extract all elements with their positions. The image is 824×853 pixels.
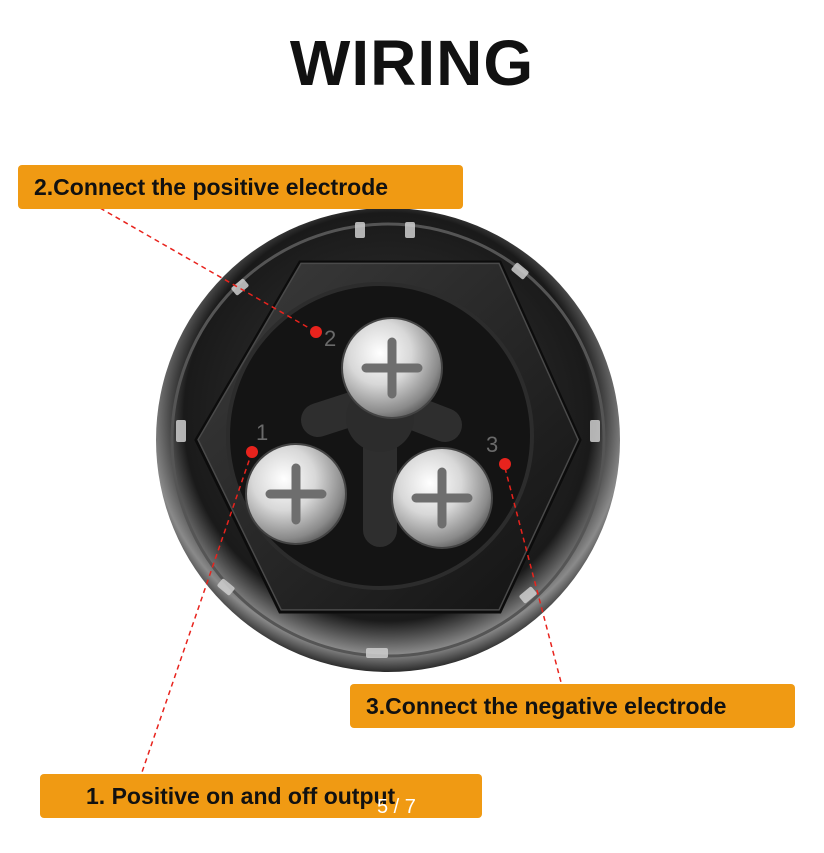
pin-number-3: 3 bbox=[486, 432, 498, 457]
label-pin-3: 3.Connect the negative electrode bbox=[350, 684, 795, 728]
label-pin-2: 2.Connect the positive electrode bbox=[18, 165, 463, 209]
screw-2 bbox=[341, 317, 443, 419]
page-title: WIRING bbox=[289, 27, 535, 99]
pin-marker-1 bbox=[246, 446, 258, 458]
leader-line-1 bbox=[139, 451, 253, 779]
ring-notches bbox=[176, 222, 600, 658]
page-indicator: 5 / 7 bbox=[377, 796, 416, 818]
leader-line-3 bbox=[504, 467, 563, 687]
screw-1 bbox=[245, 443, 347, 545]
pin-number-1: 1 bbox=[256, 420, 268, 445]
label-pin-1: 1. Positive on and off output bbox=[40, 774, 482, 818]
label-pin-2-text: 2.Connect the positive electrode bbox=[34, 173, 389, 200]
pin-number-2: 2 bbox=[324, 326, 336, 351]
pin-marker-3 bbox=[499, 458, 511, 470]
leader-line-2 bbox=[99, 207, 317, 333]
screw-3 bbox=[391, 447, 493, 549]
label-pin-1-text: 1. Positive on and off output bbox=[86, 782, 396, 809]
label-pin-3-text: 3.Connect the negative electrode bbox=[366, 692, 727, 719]
pin-marker-2 bbox=[310, 326, 322, 338]
